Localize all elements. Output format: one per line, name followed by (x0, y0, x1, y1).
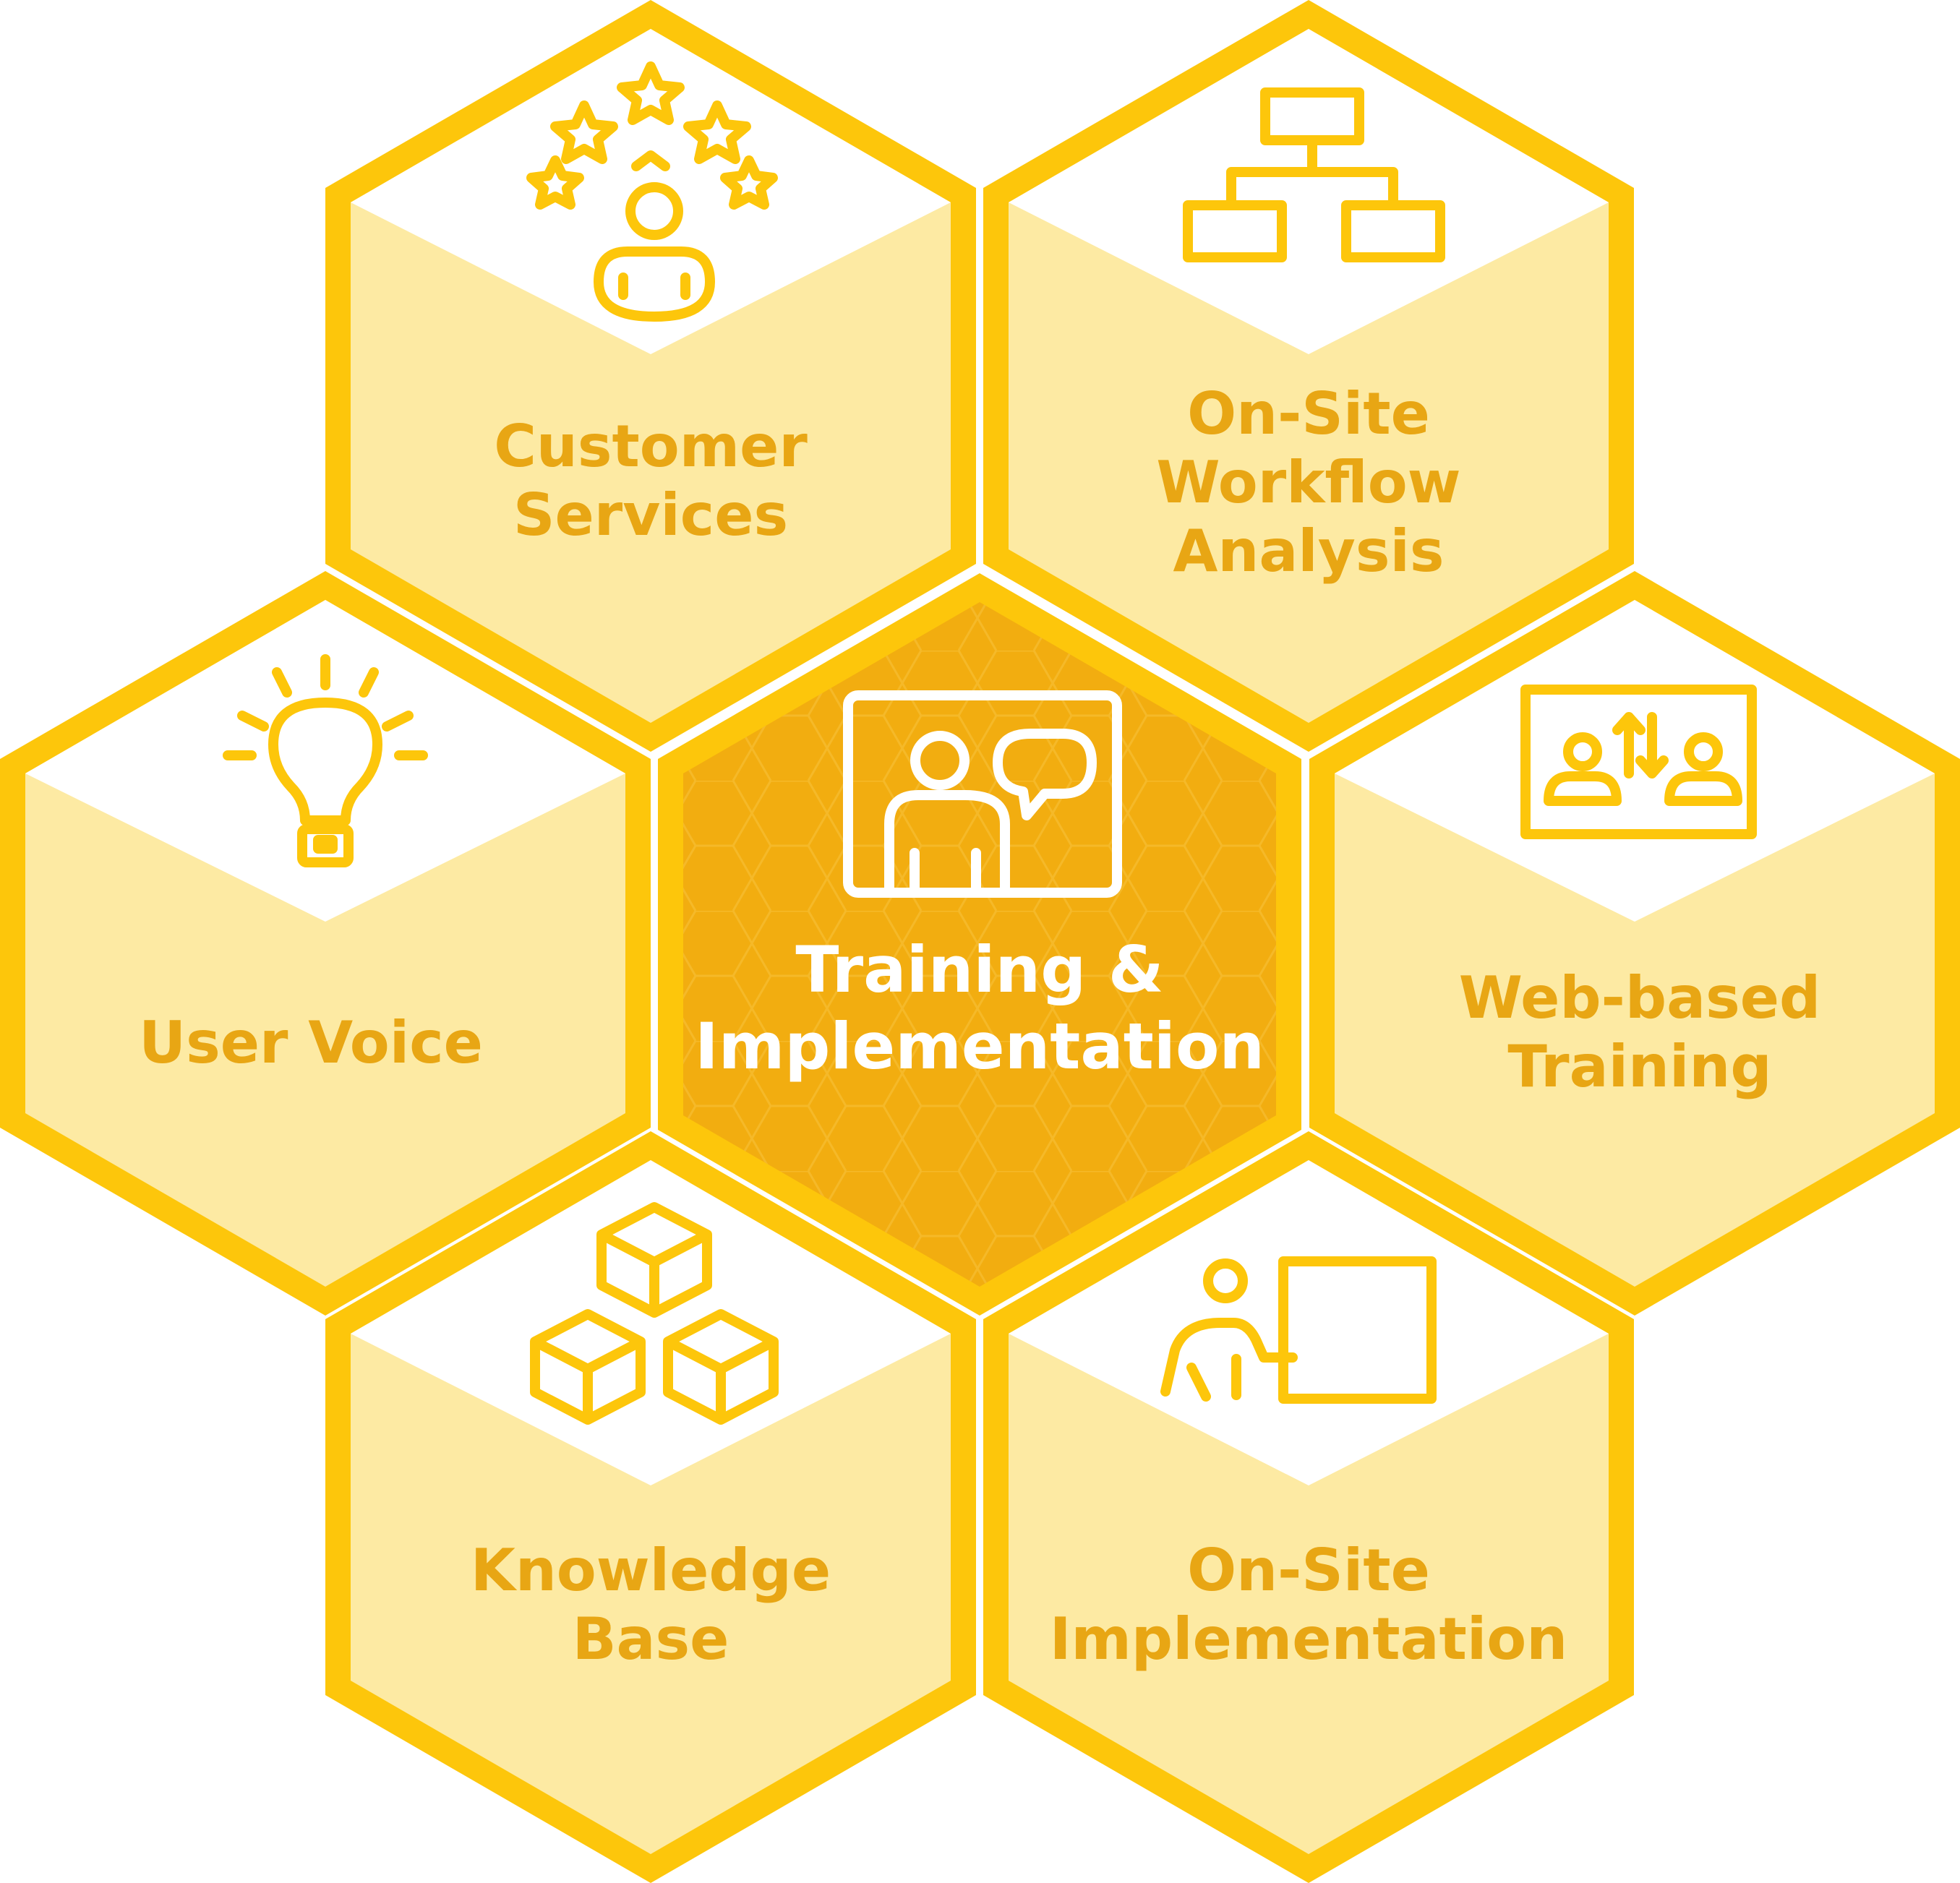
hex-workflow-analysis (983, 0, 1634, 752)
label-user-voice: User Voice (139, 1009, 483, 1076)
label-customer-services: Customer Services (494, 413, 808, 549)
label-line: Implementation (1050, 1605, 1567, 1673)
hex-customer-services (325, 0, 976, 752)
label-line: Training & (795, 932, 1163, 1007)
label-line: User Voice (139, 1009, 483, 1076)
users-exchange-icon (1520, 685, 1757, 839)
label-training-implementation: Training & Implementation (695, 932, 1264, 1084)
label-line: Base (573, 1605, 729, 1673)
label-line: Services (513, 481, 788, 549)
hex-web-training (1309, 571, 1960, 1316)
label-web-training: Web-based Training (1459, 964, 1821, 1100)
hex-knowledge-base (325, 1131, 976, 1883)
lightbulb-icon (223, 654, 428, 867)
hex-user-voice (0, 571, 651, 1316)
org-chart-icon (1183, 87, 1445, 262)
customer-rating-icon (526, 61, 778, 322)
boxes-icon (530, 1202, 779, 1425)
label-workflow-analysis: On-Site Workflow Analysis (1156, 380, 1460, 585)
label-onsite-implementation: On-Site Implementation (1050, 1537, 1567, 1673)
label-line: Analysis (1173, 518, 1444, 585)
label-line: On-Site (1187, 380, 1430, 447)
label-knowledge-base: Knowledge Base (471, 1537, 831, 1673)
video-conference-icon (843, 690, 1122, 898)
label-line: Training (1507, 1033, 1771, 1100)
label-line: Web-based (1459, 964, 1821, 1031)
label-line: Knowledge (471, 1537, 831, 1604)
presenter-icon (1160, 1256, 1437, 1404)
label-line: Customer (494, 413, 808, 480)
label-line: Implementation (695, 1009, 1264, 1084)
label-line: On-Site (1187, 1537, 1430, 1604)
hex-onsite-implementation (983, 1131, 1634, 1883)
hex-training-implementation (658, 573, 1301, 1316)
label-line: Workflow (1156, 449, 1460, 516)
